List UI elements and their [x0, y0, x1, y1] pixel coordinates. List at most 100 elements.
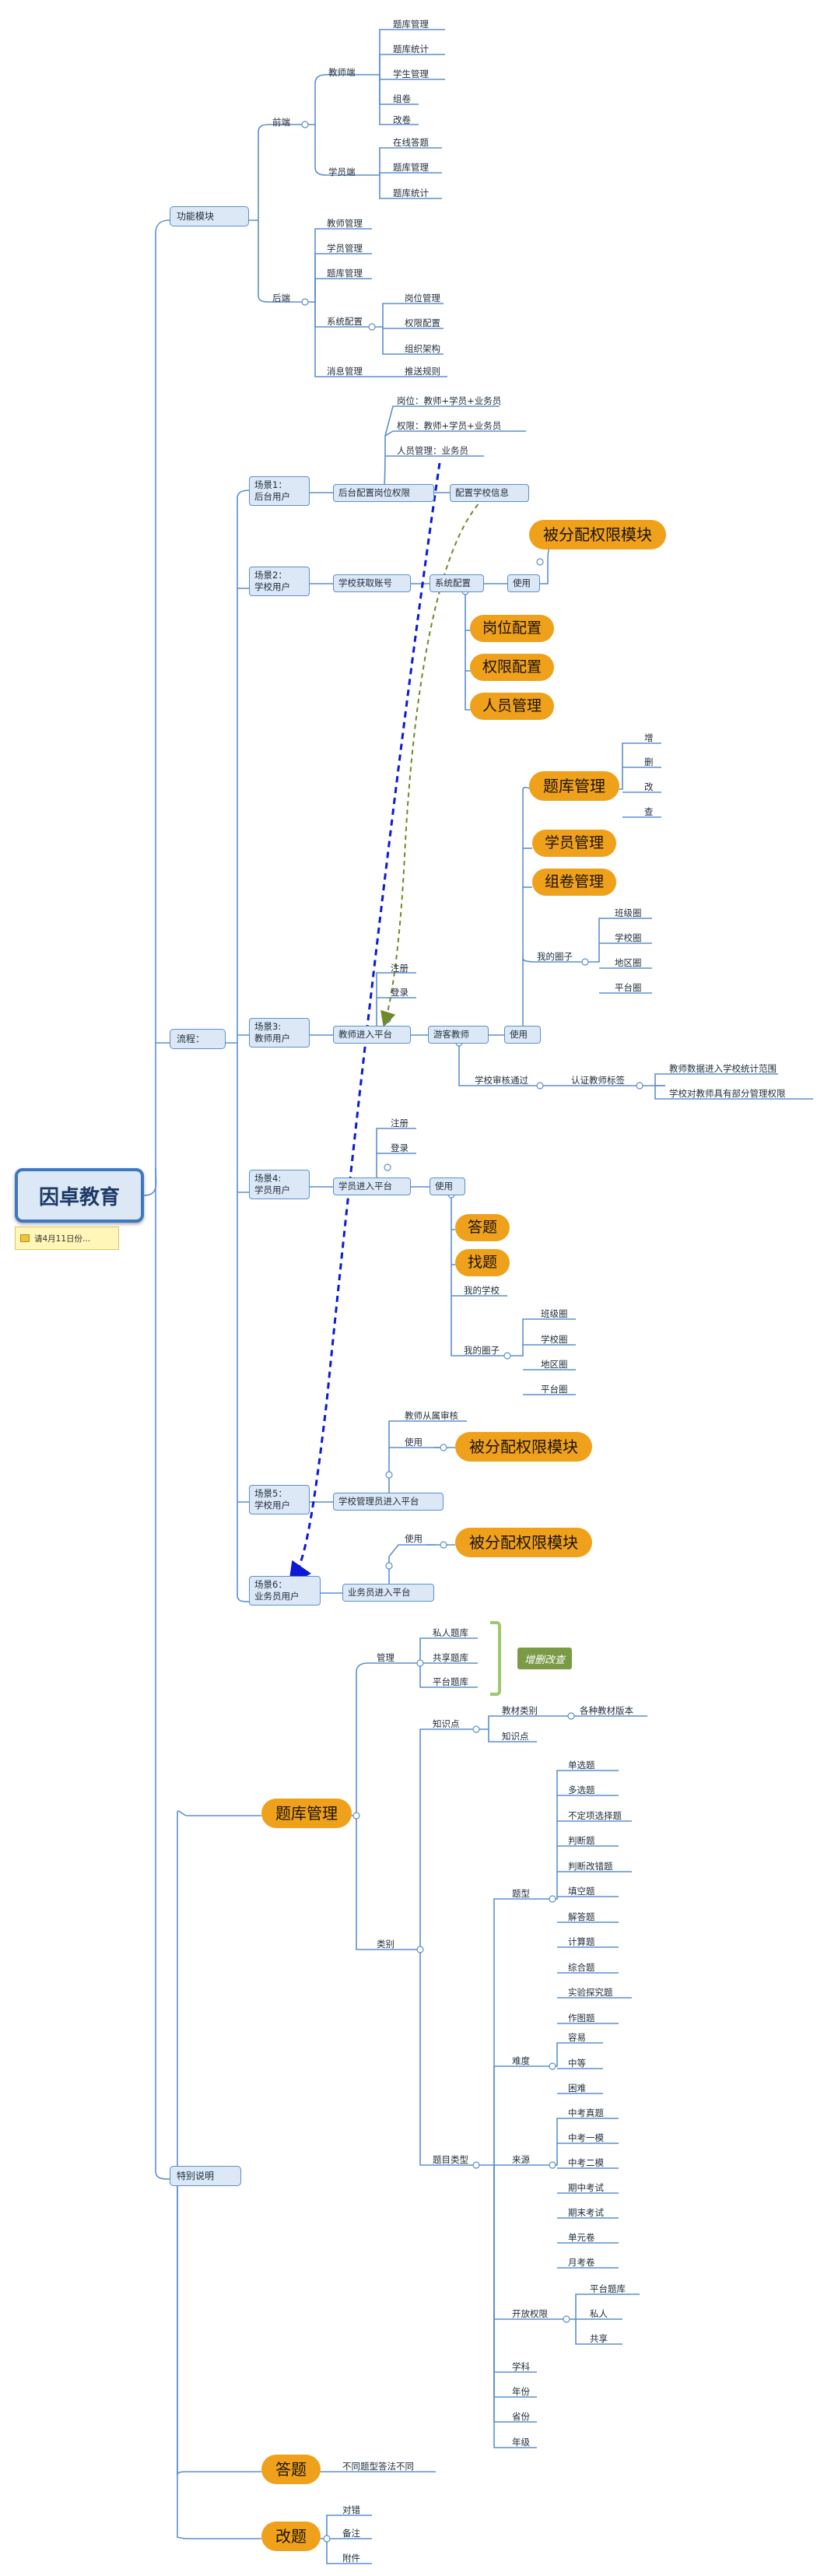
- qtype-item[interactable]: 实验探究题: [568, 1987, 613, 1998]
- func-back[interactable]: 后端: [272, 293, 290, 304]
- qtype-item[interactable]: 判断改错题: [568, 1861, 613, 1872]
- s2-use[interactable]: 使用: [507, 574, 540, 592]
- difficulty-item[interactable]: 困难: [568, 2083, 586, 2093]
- s3-pill[interactable]: 学员管理: [532, 830, 617, 857]
- s6-assigned-pill[interactable]: 被分配权限模块: [455, 1528, 592, 1557]
- s3-pill[interactable]: 组卷管理: [532, 869, 617, 896]
- difficulty-item[interactable]: 中等: [568, 2058, 586, 2069]
- back-item[interactable]: 学员管理: [327, 243, 363, 254]
- answer-note[interactable]: 不同题型答法不同: [342, 2461, 414, 2472]
- circle-item[interactable]: 平台圈: [541, 1384, 568, 1395]
- scene1-label[interactable]: 场景1：后台用户: [249, 476, 310, 506]
- edit-item[interactable]: 对错: [342, 2504, 360, 2515]
- open-item[interactable]: 私人: [590, 2308, 608, 2319]
- edit-item[interactable]: 备注: [342, 2528, 360, 2539]
- s5-use[interactable]: 使用: [405, 1437, 423, 1448]
- teacher-item[interactable]: 题库统计: [393, 44, 429, 54]
- s4-register[interactable]: 注册: [391, 1118, 408, 1128]
- bank-type[interactable]: 平台题库: [433, 1676, 468, 1687]
- misc-item[interactable]: 年级: [512, 2437, 530, 2448]
- s1-item[interactable]: 岗位：教师+学员+业务员: [397, 395, 502, 406]
- special-source[interactable]: 来源: [512, 2154, 530, 2165]
- source-item[interactable]: 中考二模: [568, 2157, 604, 2168]
- back-item[interactable]: 题库管理: [327, 268, 363, 279]
- special-qtype[interactable]: 题型: [512, 1888, 530, 1899]
- root-node[interactable]: 因卓教育: [15, 1168, 144, 1223]
- special-open[interactable]: 开放权限: [512, 2308, 548, 2319]
- s2-assigned-pill[interactable]: 被分配权限模块: [529, 520, 666, 549]
- s4-my-circle[interactable]: 我的圈子: [464, 1345, 500, 1356]
- special-answer-pill[interactable]: 答题: [261, 2455, 321, 2484]
- open-platform[interactable]: 平台题库: [590, 2283, 626, 2294]
- s3-my-circle[interactable]: 我的圈子: [537, 951, 573, 962]
- scene6-label[interactable]: 场景6：业务员用户: [249, 1576, 321, 1606]
- special-qtype-group[interactable]: 题目类型: [433, 2154, 468, 2165]
- special-textbook[interactable]: 教材类别: [502, 1705, 538, 1716]
- sys-item[interactable]: 岗位管理: [405, 293, 440, 304]
- scene1-node[interactable]: 后台配置岗位权限: [333, 484, 434, 502]
- branch-func-module[interactable]: 功能模块: [170, 206, 249, 227]
- qtype-item[interactable]: 综合题: [568, 1962, 595, 1973]
- s4-use[interactable]: 使用: [430, 1177, 465, 1195]
- badge-item[interactable]: 教师数据进入学校统计范围: [669, 1063, 777, 1074]
- s5-review[interactable]: 教师从属审核: [405, 1410, 458, 1421]
- source-item[interactable]: 期中考试: [568, 2182, 604, 2193]
- qtype-item[interactable]: 单选题: [568, 1760, 595, 1771]
- source-item[interactable]: 单元卷: [568, 2232, 595, 2243]
- scene4-label[interactable]: 场景4:学员用户: [249, 1170, 310, 1199]
- branch-flow[interactable]: 流程：: [170, 1029, 226, 1050]
- s4-pill[interactable]: 找题: [455, 1249, 510, 1276]
- s2-pill[interactable]: 权限配置: [470, 654, 555, 681]
- s3-bank-pill[interactable]: 题库管理: [529, 771, 619, 801]
- crud-item[interactable]: 查: [644, 806, 654, 817]
- misc-item[interactable]: 年份: [512, 2386, 530, 2397]
- open-item[interactable]: 共享: [590, 2333, 608, 2344]
- misc-item[interactable]: 学科: [512, 2361, 530, 2372]
- qtype-item[interactable]: 作图题: [568, 2013, 595, 2023]
- circle-item[interactable]: 班级圈: [615, 907, 642, 918]
- difficulty-item[interactable]: 容易: [568, 2032, 586, 2043]
- s2-pill[interactable]: 岗位配置: [470, 615, 555, 642]
- root-note[interactable]: 请4月11日份...: [15, 1227, 119, 1250]
- s3-badge[interactable]: 认证教师标签: [571, 1075, 625, 1086]
- bank-type[interactable]: 私人题库: [433, 1627, 468, 1638]
- source-item[interactable]: 中考真题: [568, 2107, 604, 2118]
- scene5-label[interactable]: 场景5：学校用户: [249, 1485, 310, 1514]
- special-difficulty[interactable]: 难度: [512, 2055, 530, 2066]
- circle-item[interactable]: 地区圈: [541, 1359, 568, 1370]
- crud-item[interactable]: 增: [644, 732, 654, 743]
- s2-pill[interactable]: 人员管理: [470, 693, 555, 720]
- edit-item[interactable]: 附件: [342, 2553, 360, 2564]
- badge-item[interactable]: 学校对教师具有部分管理权限: [669, 1088, 786, 1099]
- s1-item[interactable]: 人员管理：业务员: [397, 445, 468, 456]
- s2-sys-config[interactable]: 系统配置: [430, 574, 484, 592]
- special-bank-pill[interactable]: 题库管理: [261, 1799, 352, 1828]
- s3-use[interactable]: 使用: [504, 1026, 541, 1044]
- special-edit-pill[interactable]: 改题: [261, 2522, 321, 2551]
- special-kp[interactable]: 知识点: [433, 1718, 460, 1729]
- s1-item[interactable]: 权限：教师+学员+业务员: [397, 420, 502, 431]
- teacher-item[interactable]: 改卷: [393, 114, 411, 125]
- scene6-node[interactable]: 业务员进入平台: [342, 1584, 434, 1602]
- source-item[interactable]: 月考卷: [568, 2257, 595, 2268]
- qtype-item[interactable]: 不定项选择题: [568, 1810, 622, 1821]
- s5-assigned-pill[interactable]: 被分配权限模块: [455, 1432, 592, 1462]
- student-item[interactable]: 题库统计: [393, 188, 429, 198]
- student-item[interactable]: 题库管理: [393, 162, 429, 173]
- s4-my-school[interactable]: 我的学校: [464, 1285, 500, 1296]
- s3-visitor[interactable]: 游客教师: [428, 1026, 489, 1044]
- student-item[interactable]: 在线答题: [393, 137, 429, 148]
- teacher-item[interactable]: 学生管理: [393, 68, 429, 79]
- func-front[interactable]: 前端: [272, 117, 290, 128]
- circle-item[interactable]: 学校圈: [615, 932, 642, 943]
- sys-item[interactable]: 组织架构: [405, 343, 440, 354]
- branch-special[interactable]: 特别说明: [170, 2166, 241, 2187]
- back-item[interactable]: 教师管理: [327, 218, 363, 229]
- source-item[interactable]: 中考一模: [568, 2132, 604, 2143]
- scene2-node[interactable]: 学校获取账号: [333, 574, 411, 592]
- qtype-item[interactable]: 多选题: [568, 1785, 595, 1795]
- s3-register[interactable]: 注册: [391, 963, 408, 974]
- circle-item[interactable]: 班级圈: [541, 1308, 568, 1319]
- s4-pill[interactable]: 答题: [455, 1214, 510, 1241]
- special-textbook-ver[interactable]: 各种教材版本: [580, 1705, 633, 1716]
